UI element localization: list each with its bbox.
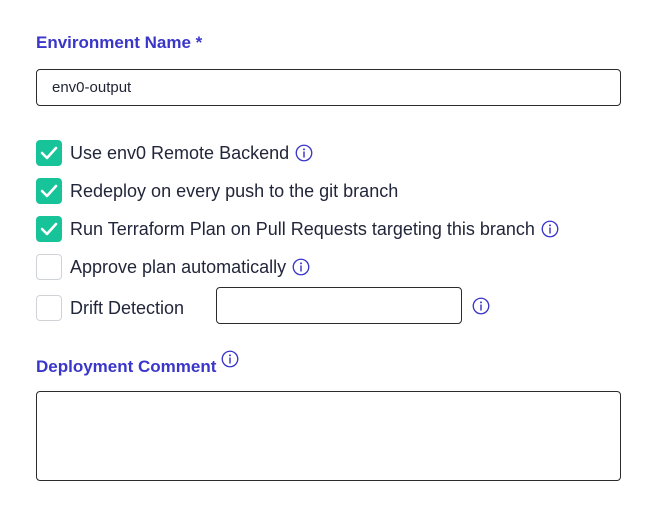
checkmark-icon — [40, 222, 58, 236]
deployment-comment-textarea[interactable] — [36, 391, 621, 481]
remote-backend-label: Use env0 Remote Backend — [70, 142, 290, 163]
info-icon[interactable] — [295, 144, 313, 162]
checkmark-icon — [40, 184, 58, 198]
remote-backend-checkbox[interactable] — [36, 140, 62, 166]
info-icon[interactable] — [472, 297, 490, 315]
option-redeploy-on-push[interactable]: Redeploy on every push to the git branch — [36, 177, 398, 205]
info-icon[interactable] — [292, 258, 310, 276]
deployment-comment-label: Deployment Comment — [36, 357, 217, 376]
redeploy-on-push-label: Redeploy on every push to the git branch — [70, 180, 399, 201]
plan-on-pr-label: Run Terraform Plan on Pull Requests targ… — [70, 218, 535, 239]
redeploy-on-push-checkbox[interactable] — [36, 178, 62, 204]
plan-on-pr-checkbox[interactable] — [36, 216, 62, 242]
option-plan-on-pr[interactable]: Run Terraform Plan on Pull Requests targ… — [36, 215, 559, 243]
approve-automatically-label: Approve plan automatically — [70, 256, 287, 277]
environment-name-label: Environment Name * — [36, 33, 203, 52]
drift-detection-input[interactable] — [216, 287, 462, 324]
option-approve-automatically[interactable]: Approve plan automatically — [36, 253, 310, 281]
drift-detection-label: Drift Detection — [70, 297, 185, 318]
option-remote-backend[interactable]: Use env0 Remote Backend — [36, 139, 313, 167]
drift-detection-checkbox[interactable] — [36, 295, 62, 321]
option-drift-detection[interactable]: Drift Detection — [36, 294, 184, 322]
environment-name-input[interactable] — [36, 69, 621, 106]
approve-automatically-checkbox[interactable] — [36, 254, 62, 280]
info-icon[interactable] — [221, 350, 239, 368]
checkmark-icon — [40, 146, 58, 160]
info-icon[interactable] — [541, 220, 559, 238]
